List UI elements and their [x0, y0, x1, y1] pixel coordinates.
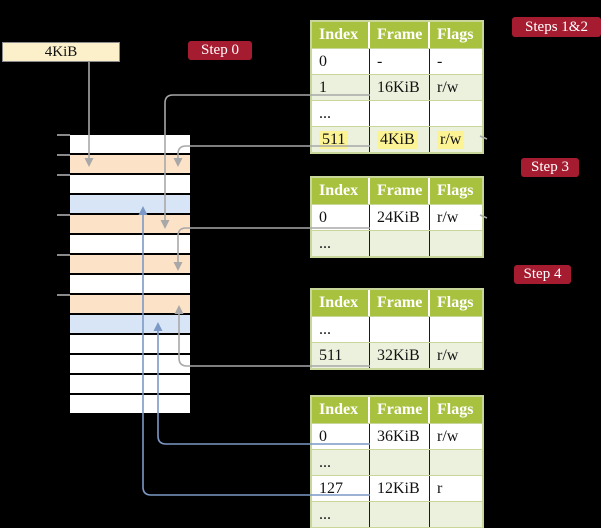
cell-index: ...	[319, 453, 331, 471]
frame-row-3	[70, 195, 190, 213]
table-row: 0 - -	[312, 48, 482, 74]
frame-row-4	[70, 215, 190, 233]
column-header-index: Index	[312, 178, 370, 204]
table-row: ...	[312, 501, 482, 527]
cell-index: ...	[319, 104, 331, 122]
table-row: 1 16KiB r/w	[312, 74, 482, 100]
table-row: 0 36KiB r/w	[312, 423, 482, 449]
column-header-flags: Flags	[437, 182, 474, 199]
frame-row-11	[70, 355, 190, 373]
table-row-highlighted: 511 4KiB r/w	[312, 126, 482, 152]
cell-index: ...	[319, 234, 331, 252]
table-row: 127 12KiB r	[312, 475, 482, 501]
column-header-frame: Frame	[370, 22, 430, 48]
cell-index: 1	[319, 78, 327, 96]
table-header-row: Index Frame Flags	[312, 290, 482, 316]
frame-row-9	[70, 315, 190, 333]
column-header-flags: Flags	[437, 26, 474, 43]
column-header-flags: Flags	[437, 401, 474, 418]
cell-flags: -	[437, 52, 443, 70]
physical-memory-stack	[70, 135, 190, 415]
column-header-frame: Frame	[370, 178, 430, 204]
address-tick-marks	[57, 134, 70, 296]
column-header-index: Index	[312, 290, 370, 316]
table-header-row: Index Frame Flags	[312, 397, 482, 423]
table-row: 511 32KiB r/w	[312, 342, 482, 368]
cell-flags: r/w	[437, 346, 459, 364]
cell-frame: 24KiB	[377, 208, 420, 226]
step-4-label: Step 4	[514, 265, 571, 284]
cell-frame: 4KiB	[377, 130, 418, 149]
table-row: ...	[312, 230, 482, 256]
cell-index: 511	[319, 346, 343, 364]
column-header-frame: Frame	[370, 397, 430, 423]
cell-index: 0	[319, 208, 327, 226]
table-row: ...	[312, 316, 482, 342]
page-table-steps-1-2: Index Frame Flags 0 - - 1 16KiB r/w ... …	[310, 20, 484, 154]
cell-index: 511	[319, 130, 349, 149]
table-row: ...	[312, 449, 482, 475]
page-table-final: Index Frame Flags 0 36KiB r/w ... 127 12…	[310, 395, 484, 528]
step-3-label: Step 3	[521, 158, 579, 177]
cell-flags: r/w	[437, 427, 459, 445]
page-table-step-4: Index Frame Flags ... 511 32KiB r/w	[310, 288, 484, 370]
column-header-frame: Frame	[370, 290, 430, 316]
frame-row-13	[70, 395, 190, 413]
cell-flags: r	[437, 479, 443, 497]
frame-row-2	[70, 175, 190, 193]
frame-row-5	[70, 235, 190, 253]
frame-row-8	[70, 295, 190, 313]
table-row: 0 24KiB r/w	[312, 204, 482, 230]
cell-flags: r/w	[437, 78, 459, 96]
table-header-row: Index Frame Flags	[312, 22, 482, 48]
cell-frame: -	[377, 52, 383, 70]
cell-frame: 32KiB	[377, 346, 420, 364]
frame-row-1	[70, 155, 190, 173]
cell-index: 0	[319, 427, 327, 445]
frame-row-6	[70, 255, 190, 273]
page-size-label: 4KiB	[44, 43, 78, 60]
cell-frame: 16KiB	[377, 78, 420, 96]
cell-frame: 12KiB	[377, 479, 420, 497]
column-header-index: Index	[312, 397, 370, 423]
cell-index: ...	[319, 320, 331, 338]
cell-index: ...	[319, 505, 331, 523]
frame-row-0	[70, 135, 190, 153]
steps-1-2-label: Steps 1&2	[512, 17, 601, 37]
page-table-step-3: Index Frame Flags 0 24KiB r/w ...	[310, 176, 484, 258]
cell-flags: r/w	[437, 208, 459, 226]
cell-frame: 36KiB	[377, 427, 420, 445]
page-size-box: 4KiB	[2, 42, 120, 62]
table-row: ...	[312, 100, 482, 126]
frame-row-7	[70, 275, 190, 293]
table-header-row: Index Frame Flags	[312, 178, 482, 204]
column-header-flags: Flags	[437, 294, 474, 311]
frame-row-10	[70, 335, 190, 353]
frame-row-12	[70, 375, 190, 393]
cell-index: 127	[319, 479, 343, 497]
column-header-index: Index	[312, 22, 370, 48]
step-0-label: Step 0	[188, 41, 252, 60]
cell-index: 0	[319, 52, 327, 70]
cell-flags: r/w	[437, 130, 465, 149]
